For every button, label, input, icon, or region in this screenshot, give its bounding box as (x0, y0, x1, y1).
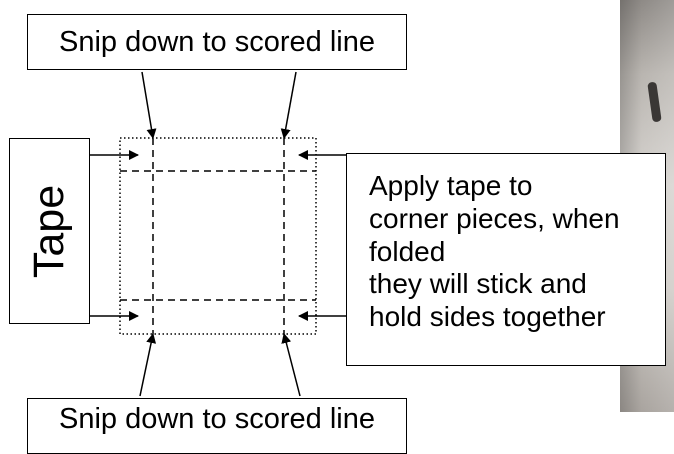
outer-cut-outline (119, 137, 317, 335)
arrow-bottom-right (281, 333, 301, 397)
snip-label-bottom-text: Snip down to scored line (59, 403, 375, 435)
arrow-top-right (280, 71, 297, 139)
apply-line-2: corner pieces, when (369, 202, 620, 234)
apply-line-4: they will stick and (369, 268, 587, 300)
apply-line-1: Apply tape to (369, 170, 533, 201)
tape-label: Tape (9, 138, 90, 324)
apply-line-5: hold sides together (369, 301, 606, 332)
snip-label-top-text: Snip down to scored line (59, 25, 375, 58)
apply-tape-instructions: Apply tape to corner pieces, when folded… (346, 153, 666, 366)
arrow-top-left (141, 71, 157, 139)
snip-label-top: Snip down to scored line (27, 14, 407, 70)
snip-label-bottom: Snip down to scored line (27, 398, 407, 454)
apply-line-3: folded (369, 235, 446, 267)
tape-label-text: Tape (25, 184, 73, 278)
arrow-bottom-left (139, 333, 157, 397)
